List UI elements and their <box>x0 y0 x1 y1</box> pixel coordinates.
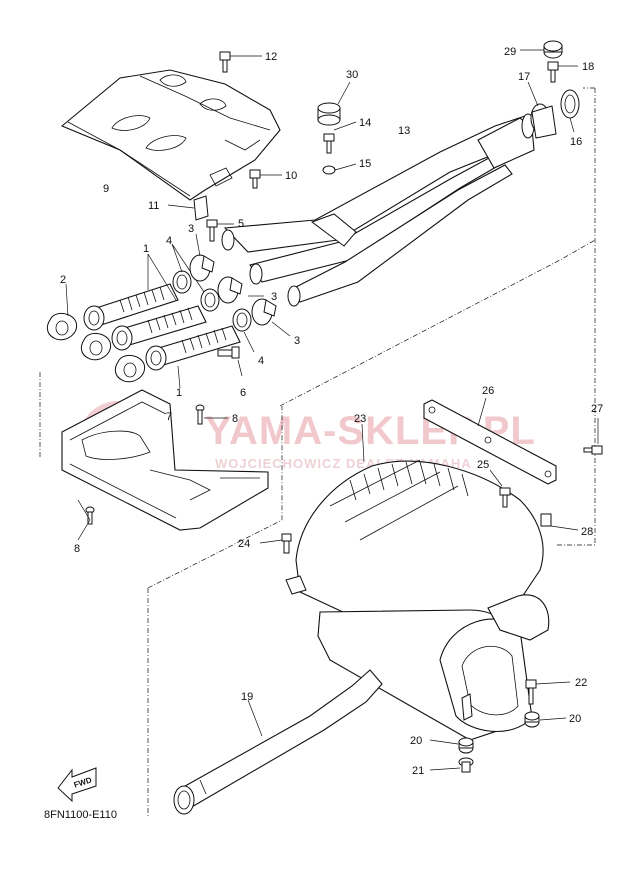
damper-20-right <box>524 711 567 728</box>
callout-18: 18 <box>582 61 594 73</box>
fwd-arrow-icon: FWD <box>57 767 97 803</box>
callout-10: 10 <box>285 170 297 182</box>
callout-2: 2 <box>60 274 66 286</box>
watermark: YAMA-SKLEP.PL WOJCIECHOWICZ DEALER YAMAH… <box>79 401 535 479</box>
callout-4a: 4 <box>166 235 172 247</box>
callout-24: 24 <box>238 538 250 550</box>
callout-29: 29 <box>504 46 516 58</box>
damper-20-lower <box>429 737 474 754</box>
joint-pipe-middle <box>111 305 207 351</box>
bolt-10 <box>249 169 282 189</box>
joint-pipes-1 <box>83 253 241 389</box>
callout-6: 6 <box>240 387 246 399</box>
bolt-18 <box>547 61 578 83</box>
callout-8a: 8 <box>232 413 238 425</box>
callout-13: 13 <box>398 125 410 137</box>
bolt-25 <box>489 469 511 508</box>
rivet-8-upper <box>195 404 228 425</box>
callout-15: 15 <box>359 158 371 170</box>
callout-30: 30 <box>346 69 358 81</box>
cap-29 <box>520 40 563 59</box>
stay-26 <box>423 397 557 485</box>
callout-25: 25 <box>477 459 489 471</box>
assembly-boundary-lines <box>39 87 596 818</box>
callout-27: 27 <box>591 403 603 415</box>
gaskets-4 <box>171 243 255 353</box>
callout-3b: 3 <box>271 291 277 303</box>
callout-17: 17 <box>518 71 530 83</box>
callout-4b: 4 <box>258 355 264 367</box>
callout-1a: 1 <box>143 243 149 255</box>
bolt-24 <box>259 533 292 554</box>
gasket-16 <box>560 89 580 133</box>
callout-11: 11 <box>148 200 159 212</box>
callout-21: 21 <box>412 765 424 777</box>
gaskets-2 <box>46 283 146 383</box>
tail-pipe-19 <box>173 669 383 815</box>
collar-21 <box>429 757 474 773</box>
callout-16: 16 <box>570 136 582 148</box>
joint-pipe-upper <box>83 283 179 331</box>
callout-7: 7 <box>166 411 172 423</box>
exhaust-pipe-13 <box>221 113 535 307</box>
callout-labels: 1 1 2 3 3 3 4 4 5 6 7 8 8 9 10 11 12 13 … <box>60 46 603 777</box>
washer-15 <box>322 163 357 175</box>
diagram-code: 8FN1100-E110 <box>44 809 117 821</box>
callout-5: 5 <box>238 218 244 230</box>
clamp-17 <box>527 81 557 139</box>
callout-22: 22 <box>575 677 587 689</box>
nut-28 <box>540 513 579 531</box>
callout-1b: 1 <box>176 387 182 399</box>
bolt-27 <box>583 418 603 455</box>
bolt-14 <box>323 121 357 154</box>
bolt-12 <box>219 51 262 73</box>
callout-14: 14 <box>359 117 371 129</box>
callout-20a: 20 <box>569 713 581 725</box>
clamps-3 <box>189 233 291 337</box>
bolt-5 <box>206 219 234 242</box>
callout-8b: 8 <box>74 543 80 555</box>
rivet-8-lower <box>77 499 95 541</box>
heat-protector-upper <box>60 69 281 201</box>
muffler-body <box>317 594 550 741</box>
callout-23: 23 <box>354 413 366 425</box>
bolt-22 <box>525 679 571 705</box>
callout-26: 26 <box>482 385 494 397</box>
joint-pipe-lower <box>145 325 241 371</box>
callout-9: 9 <box>103 183 109 195</box>
callout-28: 28 <box>581 526 593 538</box>
callout-20b: 20 <box>410 735 422 747</box>
callout-3a: 3 <box>188 223 194 235</box>
callout-19: 19 <box>241 691 253 703</box>
callout-12: 12 <box>265 51 277 63</box>
callout-3c: 3 <box>294 335 300 347</box>
damper-30 <box>317 81 351 126</box>
bracket-11 <box>167 195 209 221</box>
heat-protector-lower <box>61 389 269 531</box>
bolt-6 <box>217 346 243 377</box>
